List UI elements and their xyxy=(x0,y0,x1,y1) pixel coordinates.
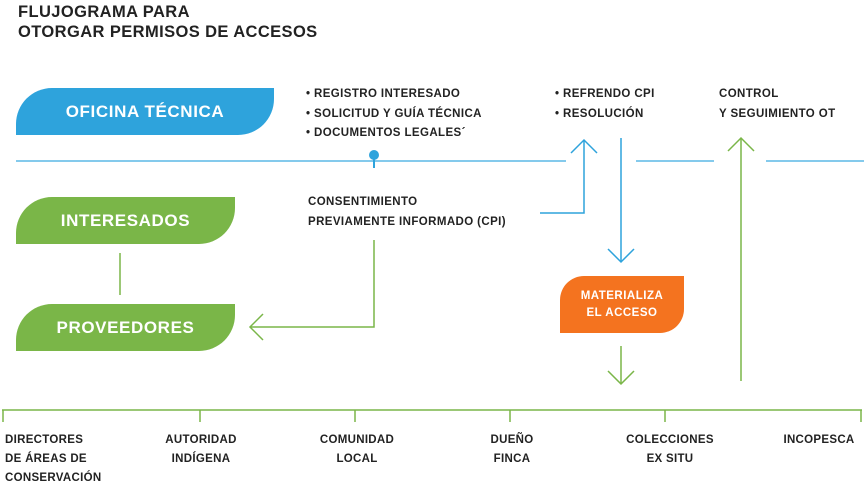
actor-directores-line-1: DIRECTORES xyxy=(5,434,84,446)
proveedores-label: PROVEEDORES xyxy=(56,317,195,337)
actor-directores-line-2: DE ÁREAS DE xyxy=(5,453,87,465)
cpi-to-proveedores-arrowhead xyxy=(248,313,264,341)
proveedores-node: PROVEEDORES xyxy=(16,304,235,351)
actor-autoridad-indigena: AUTORIDAD INDÍGENA xyxy=(152,431,250,469)
actor-directores: DIRECTORES DE ÁREAS DE CONSERVACIÓN xyxy=(5,431,101,488)
step-registro: REGISTRO INTERESADO xyxy=(306,85,482,105)
oficina-steps-list: REGISTRO INTERESADO SOLICITUD Y GUÍA TÉC… xyxy=(306,85,482,144)
diagram-title: FLUJOGRAMA PARA OTORGAR PERMISOS DE ACCE… xyxy=(18,2,318,42)
actor-dueno-line-2: FINCA xyxy=(493,453,531,465)
actor-comunidad-line-2: LOCAL xyxy=(336,453,378,465)
actor-incopesca-line-1: INCOPESCA xyxy=(783,434,855,446)
cpi-to-refrendo-connector xyxy=(540,140,585,214)
step-resolucion: RESOLUCIÓN xyxy=(555,105,655,125)
cpi-to-proveedores-connector xyxy=(250,240,375,328)
interesados-node: INTERESADOS xyxy=(16,197,235,244)
control-up-arrowhead xyxy=(727,136,755,152)
cpi-to-refrendo-arrowhead xyxy=(570,138,598,154)
actor-colecciones-ex-situ: COLECCIONES EX SITU xyxy=(614,431,726,469)
actor-autoridad-line-1: AUTORIDAD xyxy=(165,434,237,446)
actor-incopesca: INCOPESCA xyxy=(778,431,860,450)
step-refrendo: REFRENDO CPI xyxy=(555,85,655,105)
control-seguimiento-label: CONTROL Y SEGUIMIENTO OT xyxy=(719,85,836,124)
control-line-2: Y SEGUIMIENTO OT xyxy=(719,107,836,120)
resolucion-to-materializa-arrowhead xyxy=(607,248,635,264)
title-line-2: OTORGAR PERMISOS DE ACCESOS xyxy=(18,23,318,41)
interesados-label: INTERESADOS xyxy=(60,210,191,230)
cpi-label: CONSENTIMIENTO PREVIAMENTE INFORMADO (CP… xyxy=(308,193,506,232)
materializa-down-arrowhead xyxy=(607,370,635,386)
oficina-tecnica-label: OFICINA TÉCNICA xyxy=(65,101,225,121)
cpi-line-1: CONSENTIMIENTO xyxy=(308,196,418,208)
actor-dueno-finca: DUEÑO FINCA xyxy=(474,431,550,469)
actor-colecciones-line-1: COLECCIONES xyxy=(626,434,714,446)
actor-comunidad-line-1: COMUNIDAD xyxy=(319,434,395,446)
title-line-1: FLUJOGRAMA PARA xyxy=(18,3,190,21)
actor-autoridad-line-2: INDÍGENA xyxy=(171,453,231,465)
materializa-label-line-2: EL ACCESO xyxy=(586,306,658,319)
step-documentos: DOCUMENTOS LEGALES´ xyxy=(306,124,482,144)
actor-comunidad-local: COMUNIDAD LOCAL xyxy=(308,431,406,469)
materializa-label-line-1: MATERIALIZA xyxy=(580,289,664,302)
materializa-acceso-node: MATERIALIZA EL ACCESO xyxy=(560,276,684,333)
step-solicitud: SOLICITUD Y GUÍA TÉCNICA xyxy=(306,105,482,125)
actor-colecciones-line-2: EX SITU xyxy=(646,453,694,465)
cpi-line-2: PREVIAMENTE INFORMADO (CPI) xyxy=(308,215,506,228)
control-line-1: CONTROL xyxy=(719,88,779,100)
refrendo-steps-list: REFRENDO CPI RESOLUCIÓN xyxy=(555,85,655,124)
actor-dueno-line-1: DUEÑO xyxy=(490,434,534,446)
actor-directores-line-3: CONSERVACIÓN xyxy=(5,472,102,484)
blue-node-dot xyxy=(369,150,379,160)
oficina-tecnica-node: OFICINA TÉCNICA xyxy=(16,88,274,135)
